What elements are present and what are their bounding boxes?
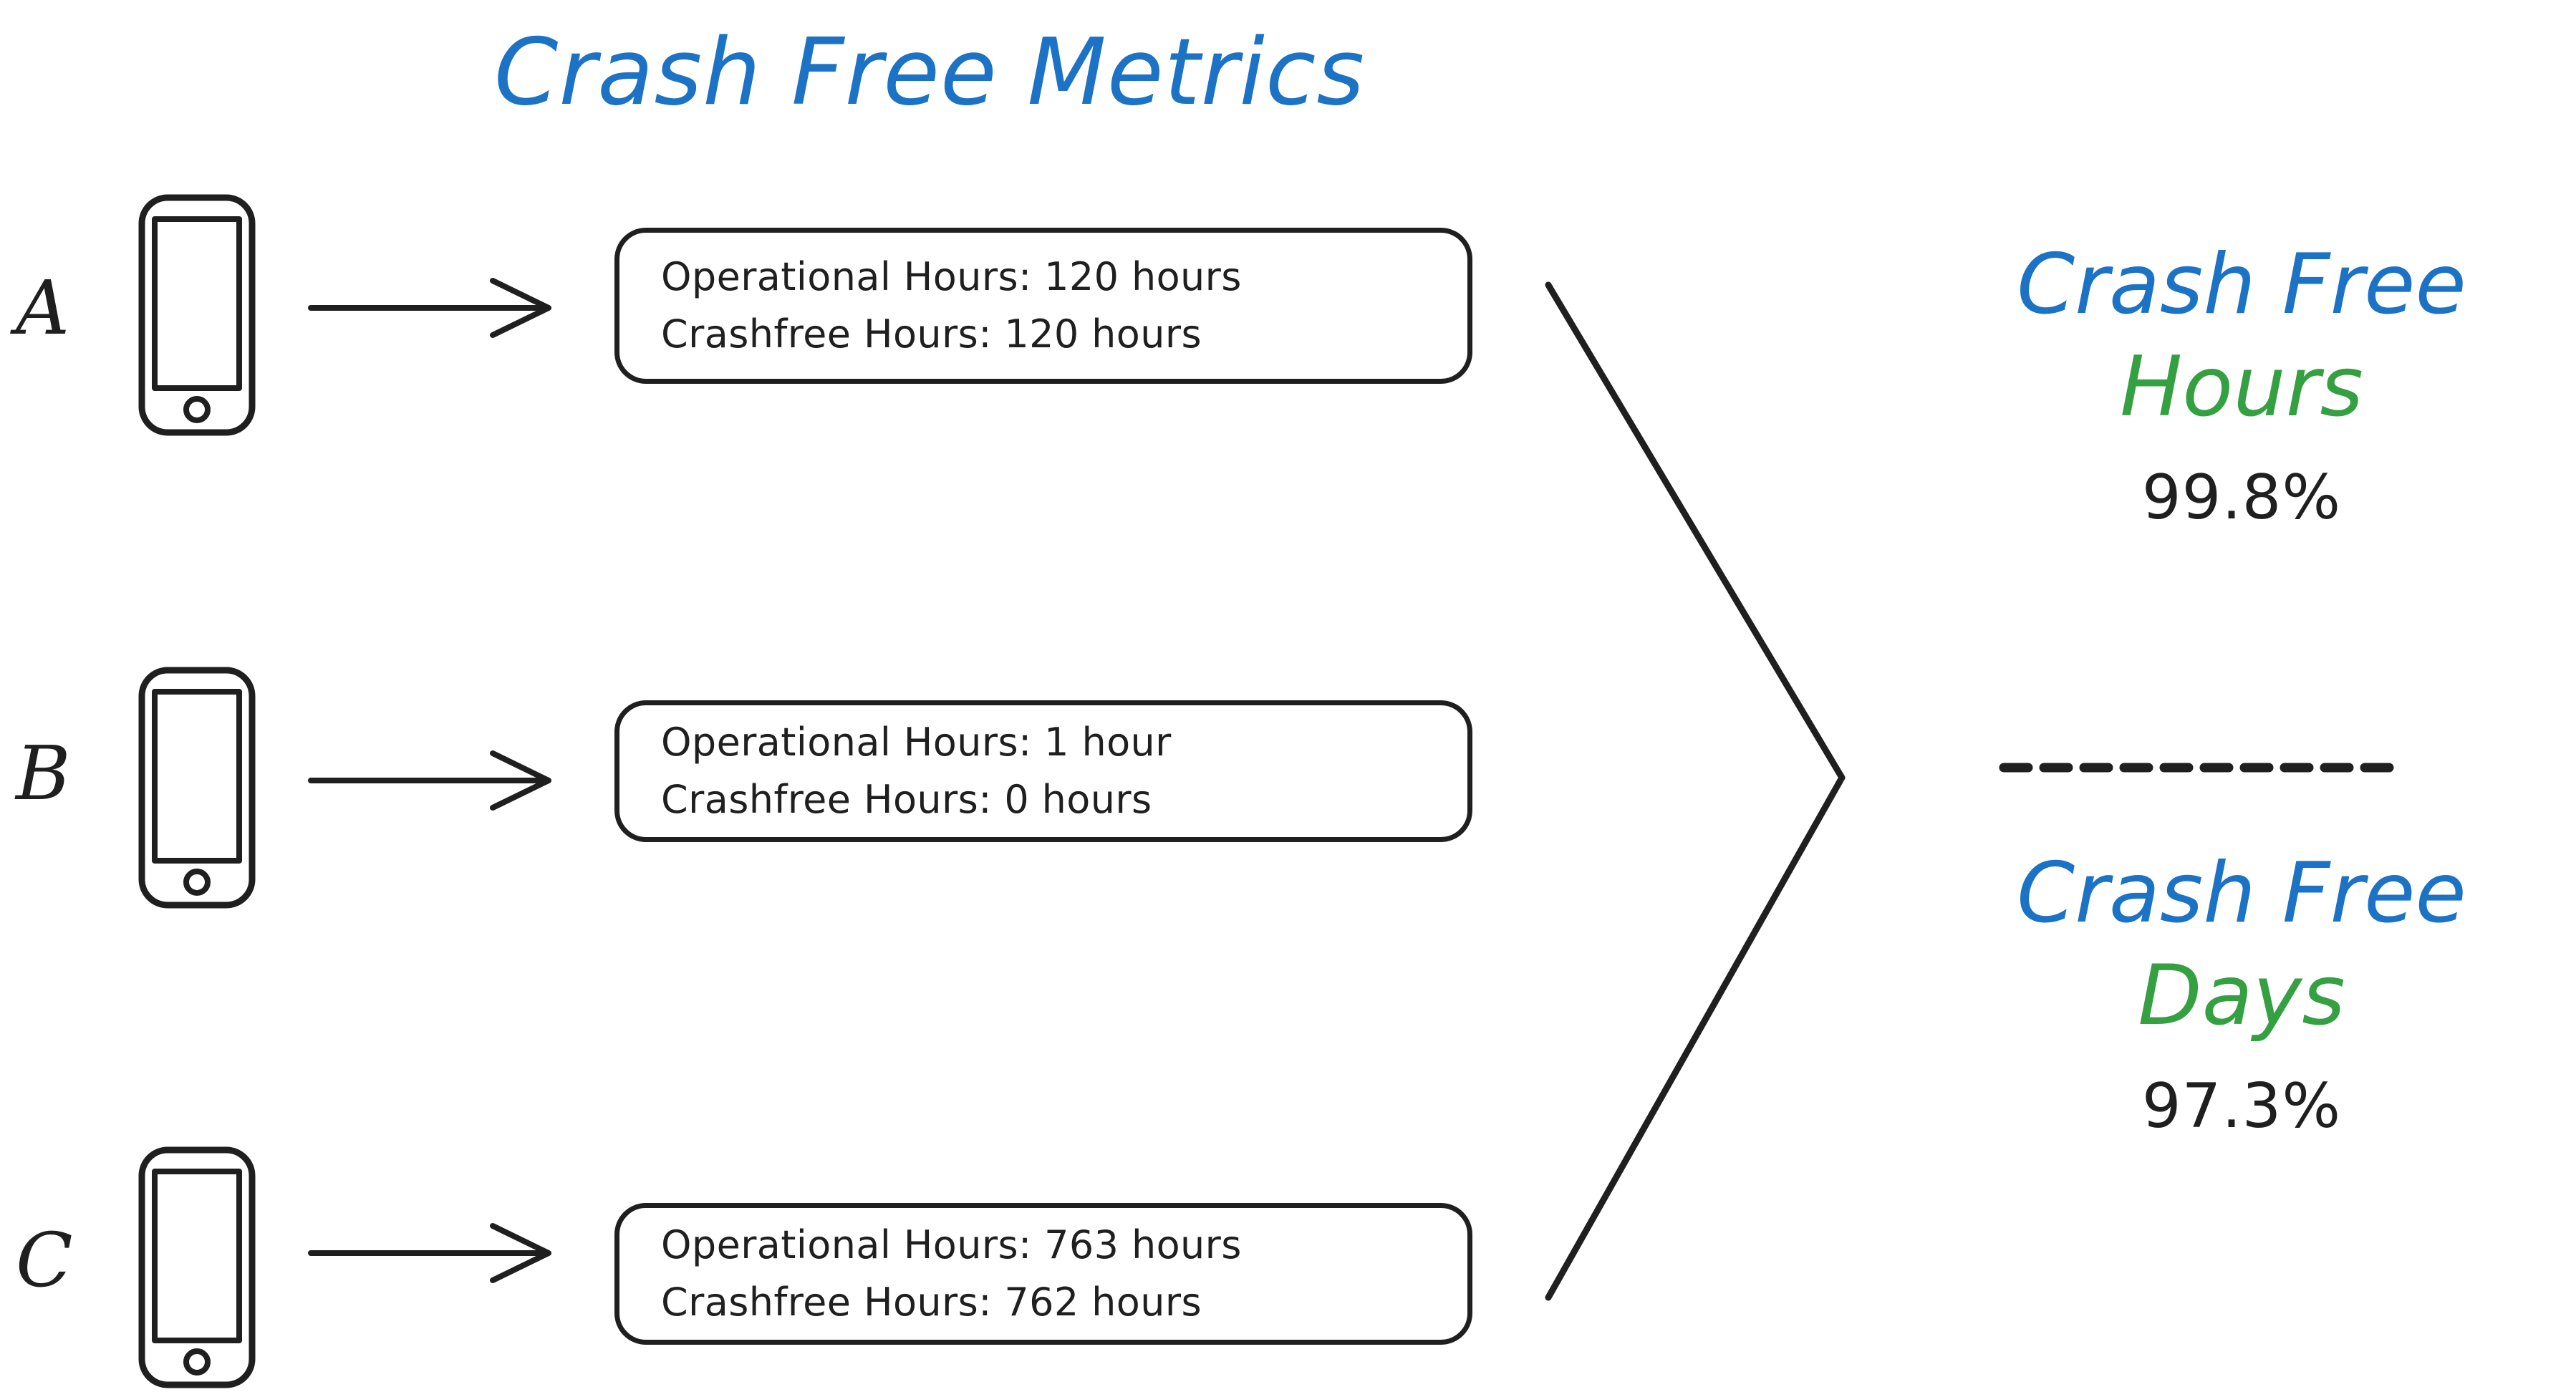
crashfree-hours-c: Crashfree Hours: 762 hours <box>661 1280 1202 1325</box>
arrow-right-icon <box>301 738 587 823</box>
summary-panel: Crash Free Hours 99.8% Crash Free Days 9… <box>1919 236 2564 1353</box>
mobile-phone-icon <box>138 1146 256 1389</box>
page-title: Crash Free Metrics <box>494 19 1365 126</box>
mobile-phone-icon <box>138 193 256 437</box>
mobile-phone-icon <box>138 666 256 909</box>
operational-hours-a: Operational Hours: 120 hours <box>661 254 1242 300</box>
crash-free-hours-subheading: Hours <box>2120 338 2363 435</box>
crash-free-days-block: Crash Free Days 97.3% <box>1919 845 2564 1144</box>
metric-box-b: Operational Hours: 1 hour Crashfree Hour… <box>614 700 1472 842</box>
crash-free-days-subheading: Days <box>2138 947 2345 1044</box>
crash-free-days-value: 97.3% <box>2141 1070 2342 1142</box>
crash-free-hours-value: 99.8% <box>2141 461 2342 533</box>
metric-box-a: Operational Hours: 120 hours Crashfree H… <box>614 228 1472 384</box>
crash-free-hours-block: Crash Free Hours 99.8% <box>1919 236 2564 535</box>
operational-hours-c: Operational Hours: 763 hours <box>661 1222 1242 1268</box>
arrow-right-icon <box>301 265 587 351</box>
crash-free-hours-heading: Crash Free <box>2017 236 2466 333</box>
device-label-a: A <box>16 264 70 352</box>
crashfree-hours-b: Crashfree Hours: 0 hours <box>661 777 1152 822</box>
operational-hours-b: Operational Hours: 1 hour <box>661 720 1172 765</box>
dashed-divider <box>1998 760 2399 775</box>
arrow-right-icon <box>301 1210 587 1296</box>
crash-free-days-heading: Crash Free <box>2017 845 2466 942</box>
metric-box-c: Operational Hours: 763 hours Crashfree H… <box>614 1203 1472 1345</box>
crashfree-hours-a: Crashfree Hours: 120 hours <box>661 311 1202 357</box>
converging-bracket-icon <box>1511 258 1883 1332</box>
device-label-b: B <box>16 730 71 817</box>
device-label-c: C <box>16 1217 73 1304</box>
